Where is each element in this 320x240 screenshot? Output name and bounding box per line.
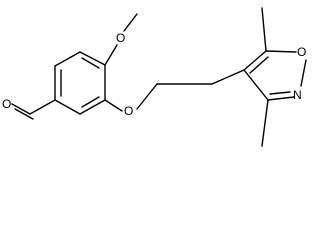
bond-ch2-to-isoxazole (211, 69, 245, 85)
bond-ether-o-to-ch2 (136, 83, 158, 110)
bond-isox-n-c3-double (269, 91, 291, 95)
bond-ring-c3-c4 (79, 99, 106, 115)
bond-isox-n-c3 (267, 96, 295, 101)
bond-c3-methyl (261, 99, 269, 147)
bond-ring-double-2 (81, 96, 100, 108)
bond-isox-o-n (300, 59, 307, 87)
structure-diagram: O O O O N (2, 7, 307, 147)
bond-ring-c1-c2 (79, 51, 106, 66)
bond-ring-c6-c1 (54, 51, 81, 67)
bond-isox-c4-c5-double (249, 56, 269, 74)
bond-ring-c4-c5 (54, 99, 81, 115)
bond-cho-double-b (14, 108, 34, 120)
bond-isox-c4-c5 (243, 50, 267, 71)
atom-label-carbonyl-o: O (2, 97, 11, 111)
bond-ring-double-1 (81, 57, 100, 69)
bond-isox-c5-o (265, 50, 297, 53)
atom-label-ring-n: N (293, 88, 302, 102)
bond-c5-methyl (261, 7, 267, 52)
atom-label-ring-o: O (297, 45, 306, 59)
bond-ring-to-methoxy-o (104, 44, 118, 66)
bond-cho-double-a (11, 103, 31, 115)
atom-label-methoxy-o: O (116, 31, 125, 45)
bond-ring-to-cho (29, 99, 56, 115)
bond-isox-c3-c4 (243, 69, 269, 101)
chemical-structure: O O O O N (2, 7, 307, 147)
atom-label-ether-o: O (124, 104, 133, 118)
bond-ring-to-ether-o (104, 99, 123, 112)
bond-methoxy-o-to-ch3 (123, 13, 138, 32)
